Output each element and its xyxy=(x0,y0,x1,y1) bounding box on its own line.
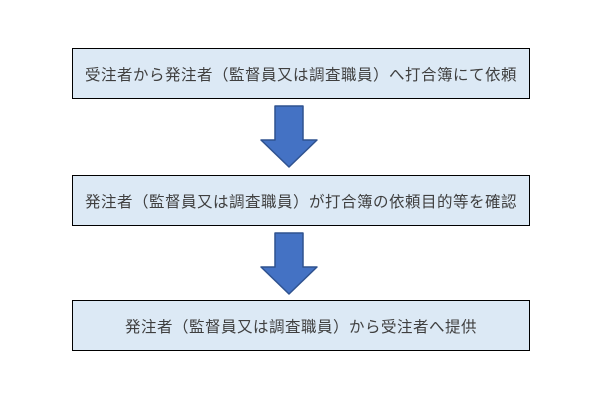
flow-step-1: 受注者から発注者（監督員又は調査職員）へ打合簿にて依頼 xyxy=(72,48,530,99)
flow-step-2: 発注者（監督員又は調査職員）が打合簿の依頼目的等を確認 xyxy=(72,175,530,226)
flow-step-2-label: 発注者（監督員又は調査職員）が打合簿の依頼目的等を確認 xyxy=(84,193,517,211)
flow-step-1-label: 受注者から発注者（監督員又は調査職員）へ打合簿にて依頼 xyxy=(84,66,517,84)
flow-step-3: 発注者（監督員又は調査職員）から受注者へ提供 xyxy=(72,300,530,351)
down-arrow-icon xyxy=(260,232,318,295)
down-arrow-icon xyxy=(260,105,318,168)
flow-step-3-label: 発注者（監督員又は調査職員）から受注者へ提供 xyxy=(124,318,477,336)
